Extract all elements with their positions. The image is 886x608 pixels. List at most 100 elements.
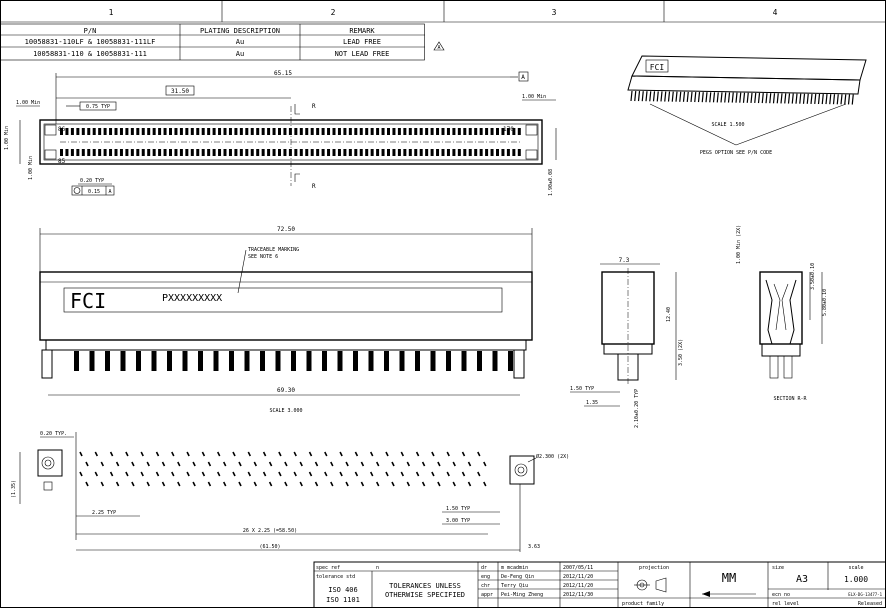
top-contact (468, 149, 472, 156)
top-contact (359, 128, 363, 135)
top-contact (261, 149, 265, 156)
position-tolerance-icon (73, 187, 81, 194)
footprint-pad (94, 451, 99, 457)
front-contact (446, 351, 451, 371)
front-contact (477, 351, 482, 371)
top-contact (387, 128, 390, 135)
top-contact (419, 128, 423, 135)
footprint-pad (192, 481, 196, 487)
dim-69-30: 69.30 (277, 387, 295, 394)
footprint-pad (345, 481, 349, 487)
top-contact (425, 149, 429, 156)
footprint-pad (308, 471, 313, 477)
footprint-pad (360, 481, 365, 487)
top-contact (152, 128, 156, 135)
footprint-pad (345, 461, 349, 467)
front-contact (353, 351, 358, 371)
top-contact (441, 128, 445, 135)
footprint-pad (207, 461, 212, 467)
footprint-pad (461, 471, 466, 477)
date-chr: 2012/11/20 (563, 583, 593, 589)
top-contact (316, 149, 320, 156)
top-contact (179, 128, 183, 135)
footprint-pad (293, 471, 297, 477)
top-contact (403, 128, 407, 135)
iso-contact (709, 92, 712, 103)
dim-pitch-total: 26 X 2.25 (=58.50) (243, 528, 297, 534)
iso-contact (829, 94, 832, 105)
footprint-pad (177, 481, 181, 487)
footprint-pad (467, 481, 472, 487)
top-contact (109, 149, 113, 156)
top-contact (114, 149, 118, 156)
iso-contact (844, 94, 847, 105)
top-contact (228, 128, 232, 135)
iso-contact (694, 91, 697, 103)
iso-1101: ISO 1101 (326, 596, 360, 604)
footprint-pad (446, 471, 450, 477)
front-contact (229, 351, 234, 371)
top-contact (283, 128, 287, 135)
dim-61-50: (61.50) (259, 544, 280, 550)
svg-text:A: A (108, 189, 111, 195)
top-contact (457, 149, 461, 156)
footprint-pad (385, 471, 389, 477)
footprint-pad (109, 471, 114, 477)
footprint-pad (171, 471, 175, 477)
footprint-pad (278, 471, 282, 477)
dim-31-50: 31.50 (171, 88, 189, 95)
iso-contact (667, 91, 671, 102)
footprint-pad (406, 461, 411, 467)
footprint-pad (324, 451, 328, 457)
iso-pin-row (630, 90, 854, 105)
top-contact (158, 149, 162, 156)
role-chr: chr (481, 583, 490, 589)
top-contact (81, 149, 85, 156)
front-contact (89, 351, 95, 371)
footprint-pad (431, 451, 435, 457)
top-contact (321, 149, 325, 156)
top-contact (316, 128, 320, 135)
top-contact (408, 128, 412, 135)
front-contact (399, 351, 405, 371)
footprint-pad (177, 461, 181, 467)
pn-table: P/N PLATING DESCRIPTION REMARK 10058831-… (0, 23, 425, 61)
top-contact (239, 128, 243, 135)
top-contact (343, 128, 347, 135)
footprint-pad (339, 471, 343, 477)
top-contact (136, 149, 140, 156)
iso-contact (776, 93, 779, 104)
top-contact (387, 149, 390, 156)
footprint-pad (339, 451, 343, 457)
footprint-pad (79, 471, 83, 477)
footprint-pad (94, 471, 99, 477)
top-contact (414, 128, 418, 135)
front-contact (508, 351, 513, 371)
dim-1-50-typ: 1.50 TYP (570, 386, 594, 392)
front-contact (492, 351, 498, 371)
revision-triangle: A (433, 41, 445, 51)
top-contact (370, 128, 374, 135)
top-contact (234, 149, 238, 156)
footprint-pad (354, 471, 359, 477)
top-contact (512, 128, 516, 135)
top-contact (332, 149, 336, 156)
top-contact (239, 149, 243, 156)
iso-contact (697, 92, 701, 103)
date-appr: 2012/11/30 (563, 592, 593, 598)
role-eng: eng (481, 574, 490, 580)
front-contact (384, 351, 389, 371)
dim-1-50-typ-fp: 1.50 TYP (446, 506, 470, 512)
footprint-pad (369, 451, 374, 457)
tol-std-label: tolerance std (316, 574, 355, 580)
footprint-pad (171, 451, 175, 457)
top-contact (201, 149, 205, 156)
top-contact (174, 128, 178, 135)
top-contact (70, 128, 74, 135)
footprint-pad (452, 461, 456, 467)
front-contact (368, 351, 374, 371)
top-contact (414, 149, 418, 156)
dim-5-80: 5.80±0.10 (822, 289, 828, 316)
footprint-pad (222, 481, 227, 487)
footprint-pad (253, 461, 258, 467)
